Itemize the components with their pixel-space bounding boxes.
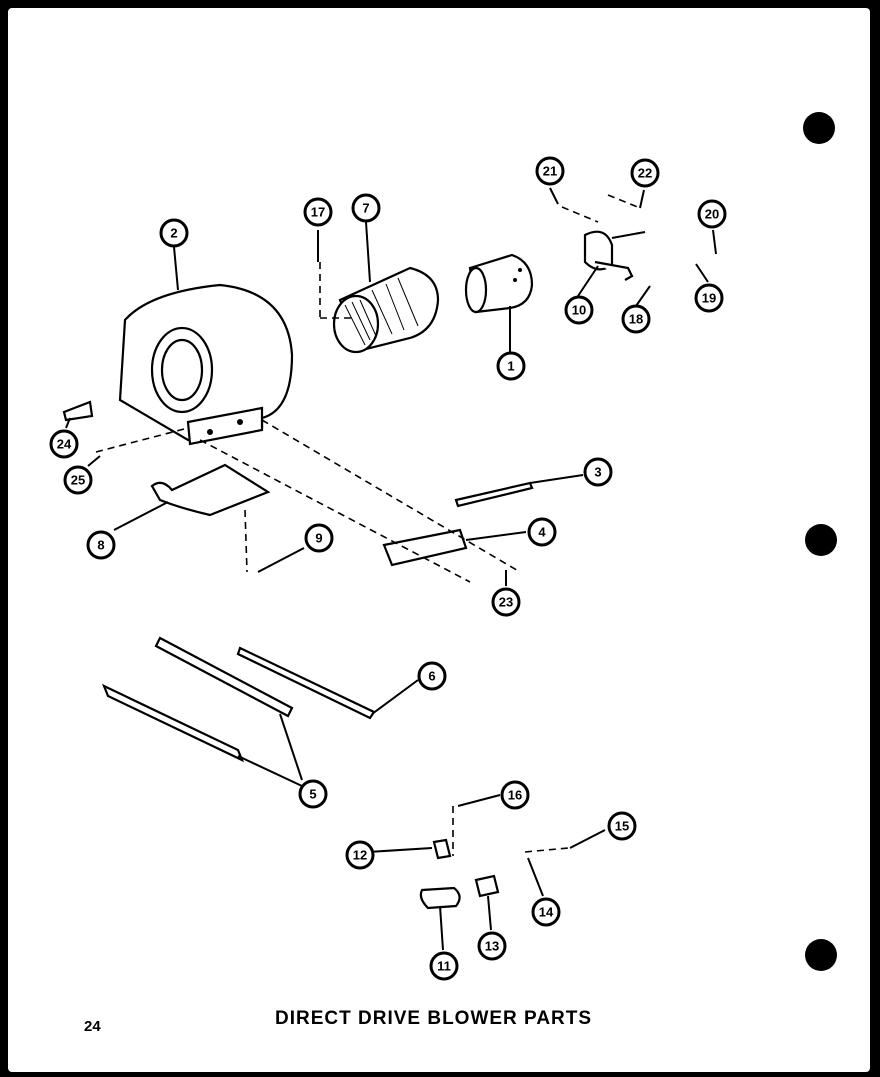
svg-text:9: 9 [315, 531, 322, 546]
blower-wheel [332, 266, 440, 354]
blower-housing [118, 283, 294, 446]
motor [464, 253, 534, 314]
svg-text:18: 18 [629, 312, 643, 327]
callout-6: 6 [417, 661, 447, 691]
callout-22: 22 [630, 158, 660, 188]
svg-text:5: 5 [309, 787, 316, 802]
callout-16: 16 [500, 780, 530, 810]
clip-13 [474, 874, 500, 898]
callout-20: 20 [697, 199, 727, 229]
svg-text:22: 22 [638, 166, 652, 181]
callout-15: 15 [607, 811, 637, 841]
svg-text:17: 17 [311, 205, 325, 220]
callout-14: 14 [531, 897, 561, 927]
mounting-plate [150, 463, 271, 517]
svg-text:8: 8 [97, 538, 104, 553]
clip-12 [432, 838, 452, 860]
callout-3: 3 [583, 457, 613, 487]
assembly-lines [95, 194, 641, 856]
slide-rail [454, 481, 534, 508]
callout-19: 19 [694, 283, 724, 313]
svg-text:21: 21 [543, 164, 557, 179]
motor-mount-band [583, 230, 646, 281]
svg-text:2: 2 [170, 226, 177, 241]
binder-hole-top [803, 112, 835, 144]
callout-9: 9 [304, 523, 334, 553]
callout-21: 21 [535, 156, 565, 186]
knob-11 [419, 886, 461, 910]
binder-hole-bottom [805, 939, 837, 971]
callout-23: 23 [491, 587, 521, 617]
callout-25: 25 [63, 465, 93, 495]
callout-24: 24 [49, 429, 79, 459]
svg-text:15: 15 [615, 819, 629, 834]
support-rails [101, 636, 376, 763]
svg-text:12: 12 [353, 848, 367, 863]
callout-8: 8 [86, 530, 116, 560]
angle-bracket [382, 528, 468, 567]
callout-12: 12 [345, 840, 375, 870]
svg-text:23: 23 [499, 595, 513, 610]
svg-text:10: 10 [572, 303, 586, 318]
callout-11: 11 [429, 951, 459, 981]
callout-2: 2 [159, 218, 189, 248]
callout-10: 10 [564, 295, 594, 325]
binder-hole-middle [805, 524, 837, 556]
callout-18: 18 [621, 304, 651, 334]
svg-text:6: 6 [428, 669, 435, 684]
svg-text:24: 24 [57, 437, 72, 452]
svg-text:14: 14 [539, 905, 554, 920]
svg-text:19: 19 [702, 291, 716, 306]
svg-text:20: 20 [705, 207, 719, 222]
svg-text:13: 13 [485, 939, 499, 954]
callout-7: 7 [351, 193, 381, 223]
svg-text:25: 25 [71, 473, 85, 488]
svg-text:3: 3 [594, 465, 601, 480]
page-number: 24 [84, 1018, 101, 1035]
callout-4: 4 [527, 517, 557, 547]
svg-text:7: 7 [362, 201, 369, 216]
page-title: DIRECT DRIVE BLOWER PARTS [275, 1008, 593, 1029]
svg-text:11: 11 [437, 959, 451, 974]
leader-lines [65, 187, 717, 951]
callout-1: 1 [496, 351, 526, 381]
svg-text:16: 16 [508, 788, 522, 803]
callout-17: 17 [303, 197, 333, 227]
svg-text:4: 4 [538, 525, 546, 540]
bracket-24 [62, 400, 94, 422]
callout-5: 5 [298, 779, 328, 809]
svg-text:1: 1 [507, 359, 514, 374]
callout-13: 13 [477, 931, 507, 961]
